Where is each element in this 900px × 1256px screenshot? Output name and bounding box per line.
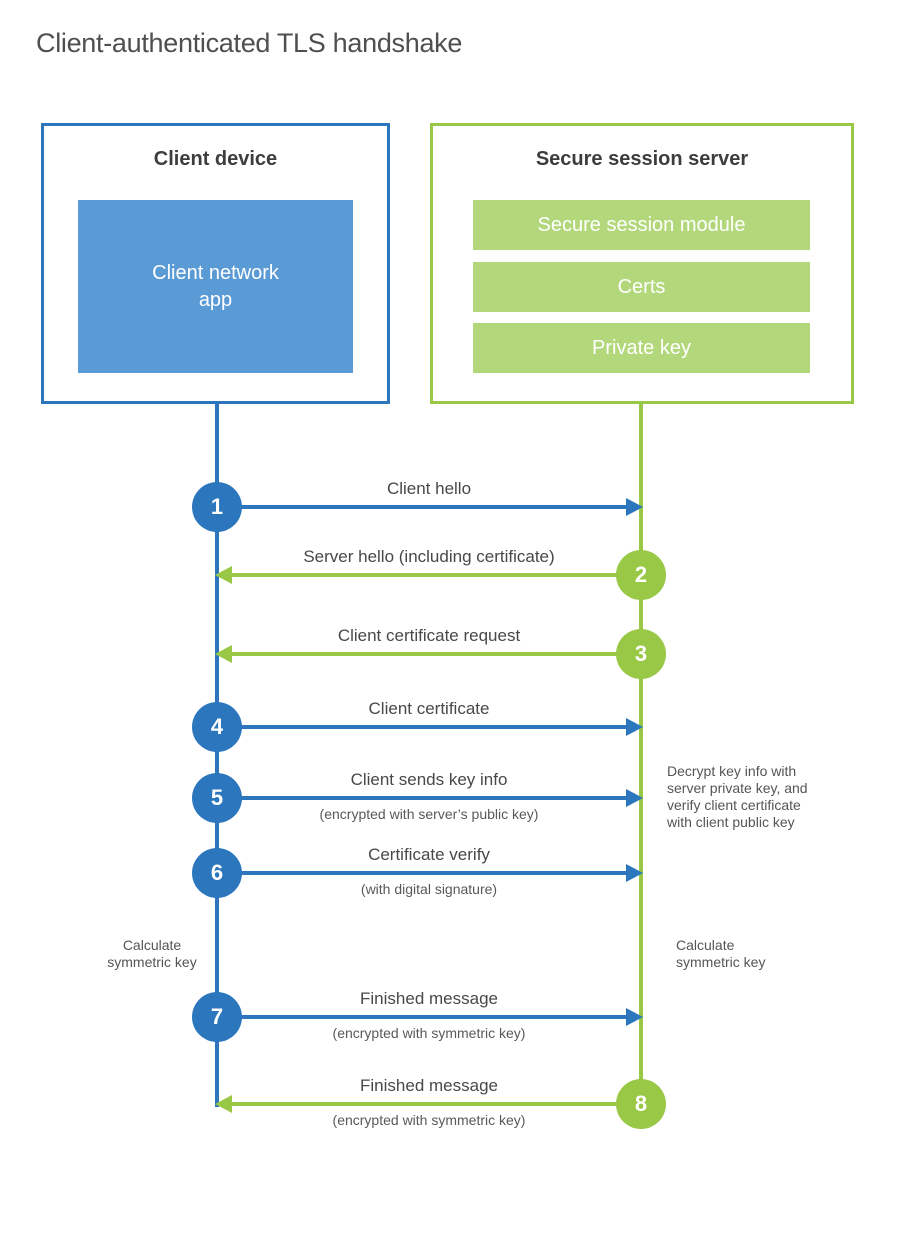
message-6: Certificate verify 6 (with digital signa…: [192, 845, 643, 898]
message-label: Client hello: [386, 479, 472, 498]
message-arrow: [217, 1015, 628, 1019]
message-sublabel: (encrypted with server’s public key): [319, 806, 539, 822]
message-sublabel: (encrypted with symmetric key): [332, 1025, 526, 1041]
secure-session-server-title: Secure session server: [535, 148, 749, 170]
message-arrow: [217, 725, 628, 729]
message-8: Finished message 8 (encrypted with symme…: [215, 1076, 666, 1129]
arrowhead-right-icon: [626, 789, 643, 807]
arrowhead-right-icon: [626, 718, 643, 736]
message-arrow: [230, 1102, 641, 1106]
message-3: Client certificate request 3: [215, 626, 666, 679]
server-module-certs: Certs: [473, 262, 810, 312]
client-lifeline: [215, 404, 219, 1107]
message-label: Client sends key info: [350, 770, 508, 789]
message-label: Client certificate: [368, 699, 490, 718]
step-number-badge: 7: [192, 992, 242, 1042]
step-number-badge: 6: [192, 848, 242, 898]
message-arrow: [230, 573, 641, 577]
step-number-badge: 1: [192, 482, 242, 532]
step-number-badge: 4: [192, 702, 242, 752]
calculate-symmetric-key-client-note: Calculate symmetric key: [107, 937, 197, 970]
client-device-box: Client device Client network app: [41, 123, 390, 404]
message-label: Client certificate request: [337, 626, 521, 645]
step-number-badge: 5: [192, 773, 242, 823]
step-number-badge: 8: [616, 1079, 666, 1129]
secure-session-server-box: Secure session server Secure session mod…: [430, 123, 854, 404]
message-sublabel: (with digital signature): [360, 881, 498, 897]
client-device-title: Client device: [153, 148, 278, 170]
message-label: Certificate verify: [368, 845, 490, 864]
message-label: Finished message: [360, 989, 498, 1008]
page-title: Client-authenticated TLS handshake: [36, 28, 463, 58]
arrowhead-right-icon: [626, 1008, 643, 1026]
arrowhead-left-icon: [215, 566, 232, 584]
message-arrow: [217, 871, 628, 875]
message-sublabel: (encrypted with symmetric key): [332, 1112, 526, 1128]
message-7: Finished message 7 (encrypted with symme…: [192, 989, 643, 1042]
server-module-private-key: Private key: [473, 323, 810, 373]
server-lifeline: [639, 404, 643, 1129]
message-4: Client certificate 4: [192, 699, 643, 752]
server-module-secure-session: Secure session module: [473, 200, 810, 250]
message-2: Server hello (including certificate) 2: [215, 547, 666, 600]
message-arrow: [230, 652, 641, 656]
decrypt-key-note: Decrypt key info with server private key…: [667, 763, 808, 830]
arrowhead-right-icon: [626, 864, 643, 882]
message-1: Client hello 1: [192, 479, 643, 532]
step-number-badge: 3: [616, 629, 666, 679]
arrowhead-left-icon: [215, 645, 232, 663]
calculate-symmetric-key-server-note: Calculate symmetric key: [676, 937, 766, 970]
message-arrow: [217, 796, 628, 800]
client-network-app-block: Client network app: [78, 200, 353, 373]
message-label: Finished message: [360, 1076, 498, 1095]
message-5: Client sends key info 5 (encrypted with …: [192, 770, 643, 823]
arrowhead-right-icon: [626, 498, 643, 516]
message-label: Server hello (including certificate): [303, 547, 555, 566]
step-number-badge: 2: [616, 550, 666, 600]
message-arrow: [217, 505, 628, 509]
arrowhead-left-icon: [215, 1095, 232, 1113]
